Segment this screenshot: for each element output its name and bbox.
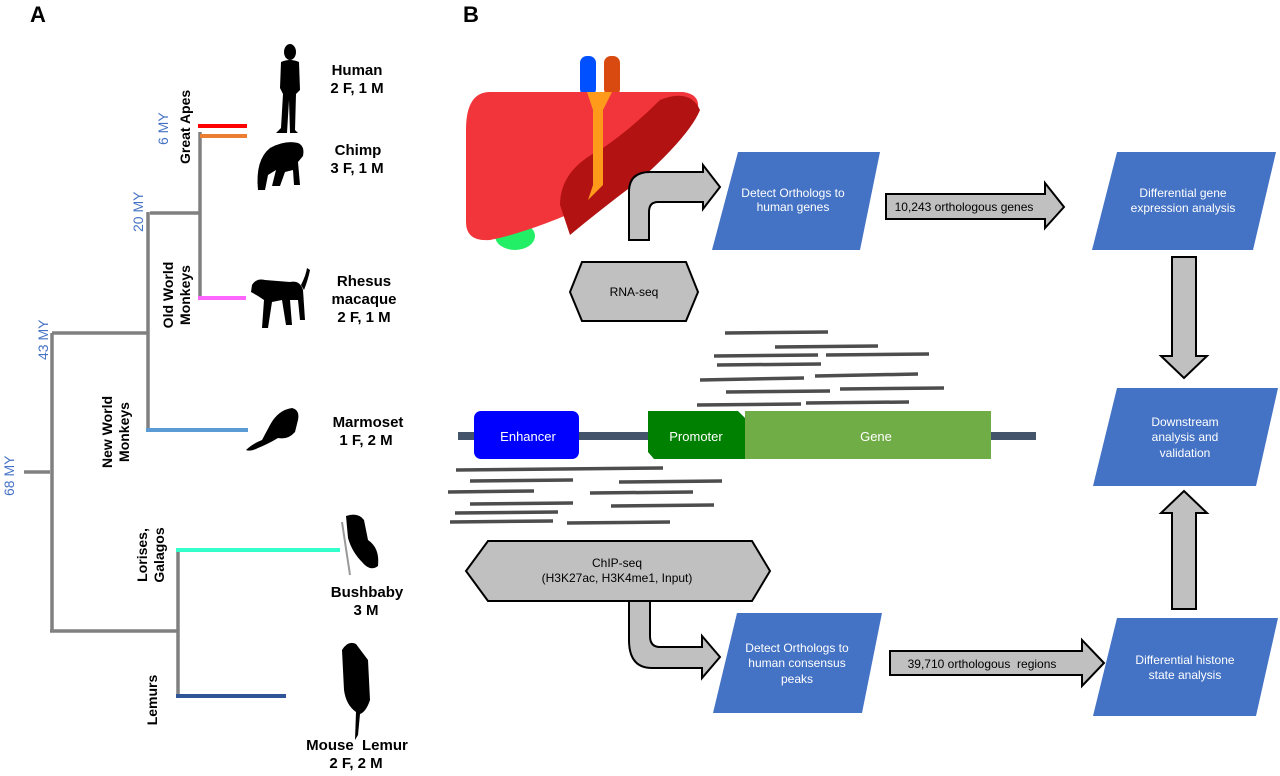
promoter-label: Promoter: [669, 429, 723, 444]
detect-orthologs-peaks-line1: Detect Orthologs to: [745, 641, 849, 655]
species-rhesus-name-2: macaque: [331, 291, 396, 308]
species-rhesus-name-1: Rhesus: [337, 273, 391, 290]
down-arrow: [1158, 256, 1210, 380]
clade-lemurs: Lemurs: [144, 675, 160, 726]
chip-seq-line2: (H3K27ac, H3K4me1, Input): [542, 571, 693, 585]
downstream-line3: validation: [1160, 446, 1211, 460]
differential-gene-line1: Differential gene: [1139, 186, 1226, 200]
differential-histone-line2: state analysis: [1149, 668, 1222, 682]
rna-seq-label: RNA-seq: [610, 285, 659, 299]
species-marmoset-name: Marmoset: [333, 414, 404, 431]
downstream-line2: analysis and: [1152, 430, 1219, 444]
time-label-68my: 68 MY: [1, 455, 17, 496]
rhesus-silhouette-icon: [251, 268, 310, 328]
rna-seq-node: [568, 261, 700, 322]
orthologous-regions-label: 39,710 orthologous regions: [908, 657, 1057, 671]
clade-lorises-2: Galagos: [151, 527, 167, 582]
species-marmoset-samples: 1 F, 2 M: [339, 432, 392, 449]
clade-old-world-2: Monkeys: [177, 265, 193, 325]
enhancer-element: [474, 411, 579, 459]
chip-seq-node: [464, 540, 772, 602]
panel-b-letter: B: [463, 2, 479, 27]
downstream-analysis-node: [1093, 388, 1278, 486]
differential-gene-line2: expression analysis: [1131, 201, 1236, 215]
detect-orthologs-peaks-line2: human consensus: [748, 656, 845, 670]
rna-seq-arrow: [628, 162, 722, 241]
orthologous-genes-label: 10,243 orthologous genes: [895, 200, 1034, 214]
up-arrow: [1158, 489, 1210, 610]
differential-histone-node: [1093, 618, 1278, 716]
species-chimp-name: Chimp: [335, 142, 382, 159]
detect-orthologs-genes-node: [712, 152, 880, 250]
clade-new-world-1: New World: [99, 396, 115, 468]
bushbaby-silhouette-icon: [341, 514, 379, 576]
detect-orthologs-genes-line2: human genes: [757, 200, 830, 214]
differential-gene-expression-node: [1092, 152, 1276, 250]
gene-label: Gene: [860, 429, 892, 444]
detect-orthologs-peaks-line3: peaks: [781, 672, 813, 686]
chip-seq-line1: ChIP-seq: [592, 556, 642, 570]
orthologous-genes-arrow: [885, 180, 1066, 231]
chip-seq-arrow: [628, 600, 722, 681]
gene-element: [745, 411, 991, 459]
promoter-element: [648, 411, 745, 459]
clade-great-apes: Great Apes: [177, 90, 193, 164]
species-bushbaby-name: Bushbaby: [331, 584, 404, 601]
human-silhouette-icon: [276, 44, 300, 133]
downstream-line1: Downstream: [1151, 415, 1218, 429]
panel-a-letter: A: [30, 2, 46, 27]
detect-orthologs-genes-line1: Detect Orthologs to: [741, 186, 845, 200]
species-mouse-lemur-samples: 2 F, 2 M: [329, 755, 382, 771]
time-label-20my: 20 MY: [130, 191, 146, 232]
mouse-lemur-silhouette-icon: [342, 642, 370, 740]
sequencing-reads-bottom: [447, 466, 723, 525]
detect-orthologs-peaks-node: [713, 613, 882, 713]
clade-lorises-1: Lorises,: [134, 528, 150, 582]
time-label-43my: 43 MY: [35, 319, 51, 360]
time-label-6my: 6 MY: [155, 112, 171, 145]
clade-old-world-1: Old World: [160, 262, 176, 329]
chimp-silhouette-icon: [257, 142, 304, 190]
species-human-samples: 2 F, 1 M: [330, 80, 383, 97]
sequencing-reads-top: [696, 330, 945, 407]
species-chimp-samples: 3 F, 1 M: [330, 160, 383, 177]
species-bushbaby-samples: 3 M: [353, 602, 378, 619]
liver-icon: [466, 56, 700, 250]
orthologous-regions-arrow: [889, 637, 1106, 689]
enhancer-label: Enhancer: [500, 429, 556, 444]
species-human-name: Human: [332, 62, 383, 79]
species-rhesus-samples: 2 F, 1 M: [337, 309, 390, 326]
species-mouse-lemur-name: Mouse Lemur: [306, 737, 408, 754]
clade-new-world-2: Monkeys: [116, 402, 132, 462]
marmoset-silhouette-icon: [246, 408, 299, 451]
phylogenetic-tree: [24, 132, 202, 696]
differential-histone-line1: Differential histone: [1135, 653, 1234, 667]
